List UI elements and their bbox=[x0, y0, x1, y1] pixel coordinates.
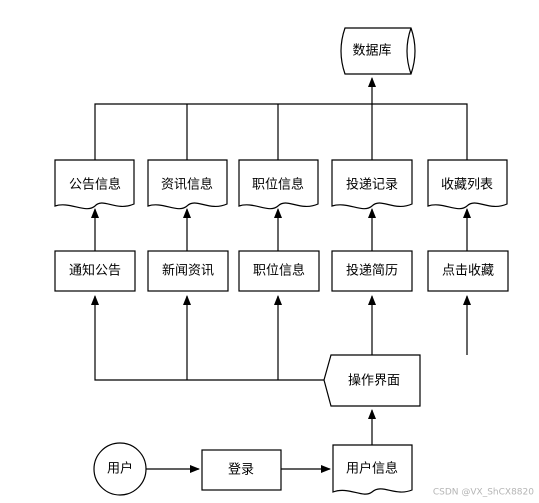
process-label: 点击收藏 bbox=[442, 264, 494, 279]
document-job-info: 职位信息 bbox=[238, 159, 319, 210]
document-delivery-record: 投递记录 bbox=[331, 159, 413, 210]
operation-label: 操作界面 bbox=[348, 373, 400, 389]
document-label: 公告信息 bbox=[69, 177, 121, 193]
document-announcement-info: 公告信息 bbox=[54, 159, 135, 210]
user-node: 用户 bbox=[93, 442, 147, 496]
database-node: 数据库 bbox=[340, 27, 416, 75]
document-favorites-list: 收藏列表 bbox=[427, 159, 508, 210]
process-notice: 通知公告 bbox=[54, 250, 136, 292]
document-label: 收藏列表 bbox=[441, 178, 493, 193]
process-label: 职位信息 bbox=[253, 263, 305, 279]
watermark-text: CSDN @VX_ShCX8820 bbox=[433, 488, 534, 498]
process-to-document-arrows bbox=[91, 208, 471, 251]
document-to-database-connectors bbox=[94, 77, 468, 160]
user-info-label: 用户信息 bbox=[346, 461, 398, 477]
login-node: 登录 bbox=[201, 449, 282, 491]
document-news-info: 资讯信息 bbox=[147, 159, 228, 210]
login-label: 登录 bbox=[228, 463, 254, 478]
process-news: 新闻资讯 bbox=[147, 250, 229, 292]
process-job-info: 职位信息 bbox=[238, 250, 320, 292]
database-label: 数据库 bbox=[352, 43, 391, 59]
operation-to-process-arrows bbox=[91, 295, 471, 381]
operation-interface-node: 操作界面 bbox=[323, 354, 421, 407]
user-info-node: 用户信息 bbox=[332, 444, 413, 495]
process-submit-resume: 投递简历 bbox=[331, 250, 413, 292]
process-nodes: 通知公告 新闻资讯 职位信息 投递简历 点击收藏 bbox=[54, 250, 509, 292]
process-label: 新闻资讯 bbox=[162, 263, 214, 279]
process-label: 通知公告 bbox=[69, 263, 121, 279]
process-label: 投递简历 bbox=[346, 263, 398, 279]
user-label: 用户 bbox=[107, 461, 133, 477]
document-label: 资讯信息 bbox=[161, 177, 213, 193]
process-add-favorite: 点击收藏 bbox=[427, 250, 509, 292]
document-label: 职位信息 bbox=[252, 177, 304, 193]
document-nodes: 公告信息 资讯信息 职位信息 投递记录 收藏列表 bbox=[54, 159, 508, 210]
document-label: 投递记录 bbox=[346, 177, 398, 193]
